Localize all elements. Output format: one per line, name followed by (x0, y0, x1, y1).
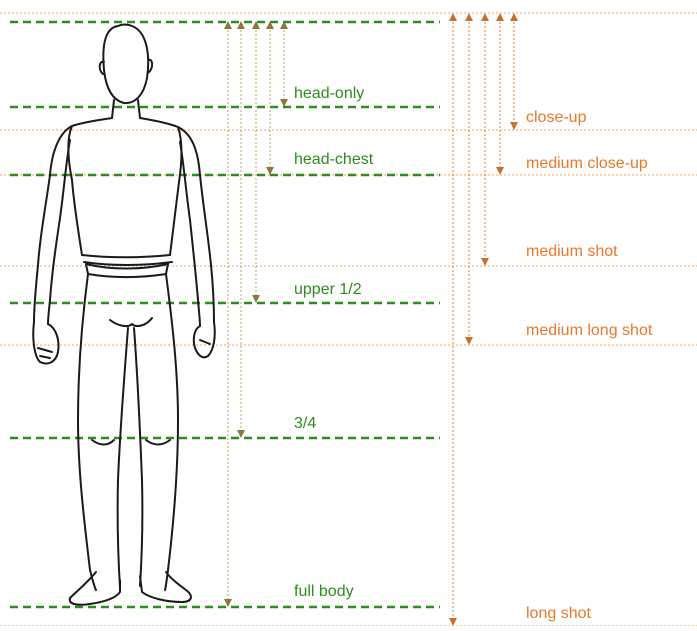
long-shot-arrowhead-bottom (449, 618, 457, 626)
framing-arrowheads (224, 21, 288, 607)
figure-head (103, 25, 148, 104)
three-quarter-label: 3/4 (294, 415, 316, 432)
framing-labels: head-only head-chest upper 1/2 3/4 full … (294, 85, 374, 600)
figure-torso (68, 118, 181, 255)
shot-boundary-lines (0, 13, 697, 626)
shot-arrows (453, 14, 514, 622)
medium-close-up-label: medium close-up (526, 155, 648, 172)
head-chest-label: head-chest (294, 151, 374, 168)
medium-long-shot-label: medium long shot (526, 322, 653, 339)
figure-crotch (110, 318, 152, 326)
upper-half-label: upper 1/2 (294, 281, 362, 298)
medium-close-up-arrowhead-top (496, 13, 504, 21)
close-up-label: close-up (526, 109, 587, 126)
long-shot-arrowhead-top (449, 13, 457, 21)
figure-knee-right (146, 440, 170, 445)
framing-lines (10, 22, 440, 607)
medium-long-shot-arrowhead-top (465, 13, 473, 21)
human-figure (33, 25, 215, 605)
figure-left-hand (33, 322, 58, 364)
close-up-arrowhead-top (510, 13, 518, 21)
figure-knee-left (92, 440, 114, 445)
head-only-label: head-only (294, 85, 364, 102)
figure-inner-left-leg (118, 328, 128, 588)
close-up-arrowhead-bottom (510, 122, 518, 130)
figure-left-arm (34, 126, 72, 324)
full-body-label: full body (294, 583, 354, 600)
figure-right-leg (165, 274, 178, 590)
framing-arrows (228, 22, 284, 604)
figure-inner-right-leg (134, 328, 142, 586)
medium-close-up-arrowhead-bottom (496, 167, 504, 175)
medium-shot-arrowhead-bottom (481, 258, 489, 266)
shot-arrowheads (449, 13, 518, 626)
figure-right-arm (178, 127, 214, 326)
long-shot-label: long shot (526, 605, 591, 622)
figure-shirt-hem (82, 255, 172, 265)
medium-shot-label: medium shot (526, 243, 618, 260)
figure-right-hand (194, 322, 215, 357)
medium-long-shot-arrowhead-bottom (465, 337, 473, 345)
figure-left-leg (78, 274, 96, 590)
medium-shot-arrowhead-top (481, 13, 489, 21)
shot-labels: close-up medium close-up medium shot med… (526, 109, 653, 622)
